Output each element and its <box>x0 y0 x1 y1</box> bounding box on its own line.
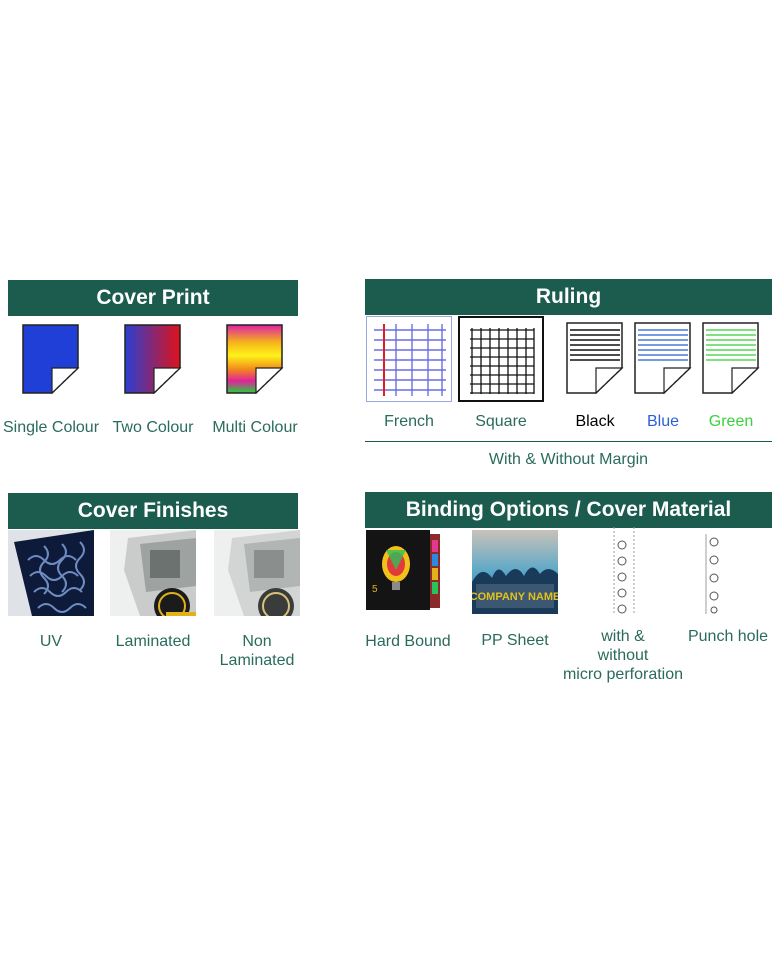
hard-bound-label: Hard Bound <box>365 633 451 650</box>
laminated-cover-photo <box>110 530 196 616</box>
ruling-margin-note: With & Without Margin <box>488 451 649 468</box>
cover-print-title: Cover Print <box>96 286 210 309</box>
pp-sheet-label: PP Sheet <box>481 632 549 649</box>
pp-sheet-photo: COMPANY NAME <box>472 530 558 614</box>
green-lines-page-icon <box>702 322 760 394</box>
single-colour-page-icon <box>22 324 80 394</box>
two-colour-page-icon <box>124 324 182 394</box>
multi-colour-label: Multi Colour <box>212 419 298 436</box>
square-label: Square <box>475 413 527 430</box>
punch-hole-icon <box>704 534 724 614</box>
multi-colour-page-icon <box>226 324 284 394</box>
punch-hole-label: Punch hole <box>687 628 769 645</box>
french-label: French <box>384 413 434 430</box>
binding-title: Binding Options / Cover Material <box>405 498 732 521</box>
ruling-header: Ruling <box>365 279 772 315</box>
blue-label: Blue <box>646 413 680 430</box>
french-ruling-icon <box>366 316 452 402</box>
single-colour-label: Single Colour <box>2 419 100 436</box>
ruling-divider <box>365 441 772 442</box>
two-colour-label: Two Colour <box>112 419 194 436</box>
hard-bound-book-photo: 5 <box>364 530 450 612</box>
micro-perforation-icon <box>610 527 638 617</box>
ruling-title: Ruling <box>535 285 602 308</box>
laminated-label: Laminated <box>115 633 191 650</box>
binding-header: Binding Options / Cover Material <box>365 492 772 528</box>
cover-finishes-title: Cover Finishes <box>77 499 229 522</box>
pp-sheet-image-text: COMPANY NAME <box>472 591 558 603</box>
non-laminated-label-line1: Non <box>242 633 272 650</box>
micro-perforation-label-line3: micro perforation <box>562 666 684 683</box>
black-lines-page-icon <box>566 322 624 394</box>
micro-perforation-label-line2: without <box>597 647 649 664</box>
uv-finish-photo <box>8 530 94 616</box>
svg-text:5: 5 <box>372 584 378 595</box>
cover-finishes-header: Cover Finishes <box>8 493 298 529</box>
blue-lines-page-icon <box>634 322 692 394</box>
non-laminated-cover-photo <box>214 530 300 616</box>
cover-print-header: Cover Print <box>8 280 298 316</box>
green-label: Green <box>708 413 754 430</box>
square-ruling-icon <box>458 316 544 402</box>
black-label: Black <box>575 413 615 430</box>
non-laminated-label-line2: Laminated <box>219 652 295 669</box>
uv-label: UV <box>39 633 63 650</box>
micro-perforation-label-line1: with & <box>601 628 645 645</box>
